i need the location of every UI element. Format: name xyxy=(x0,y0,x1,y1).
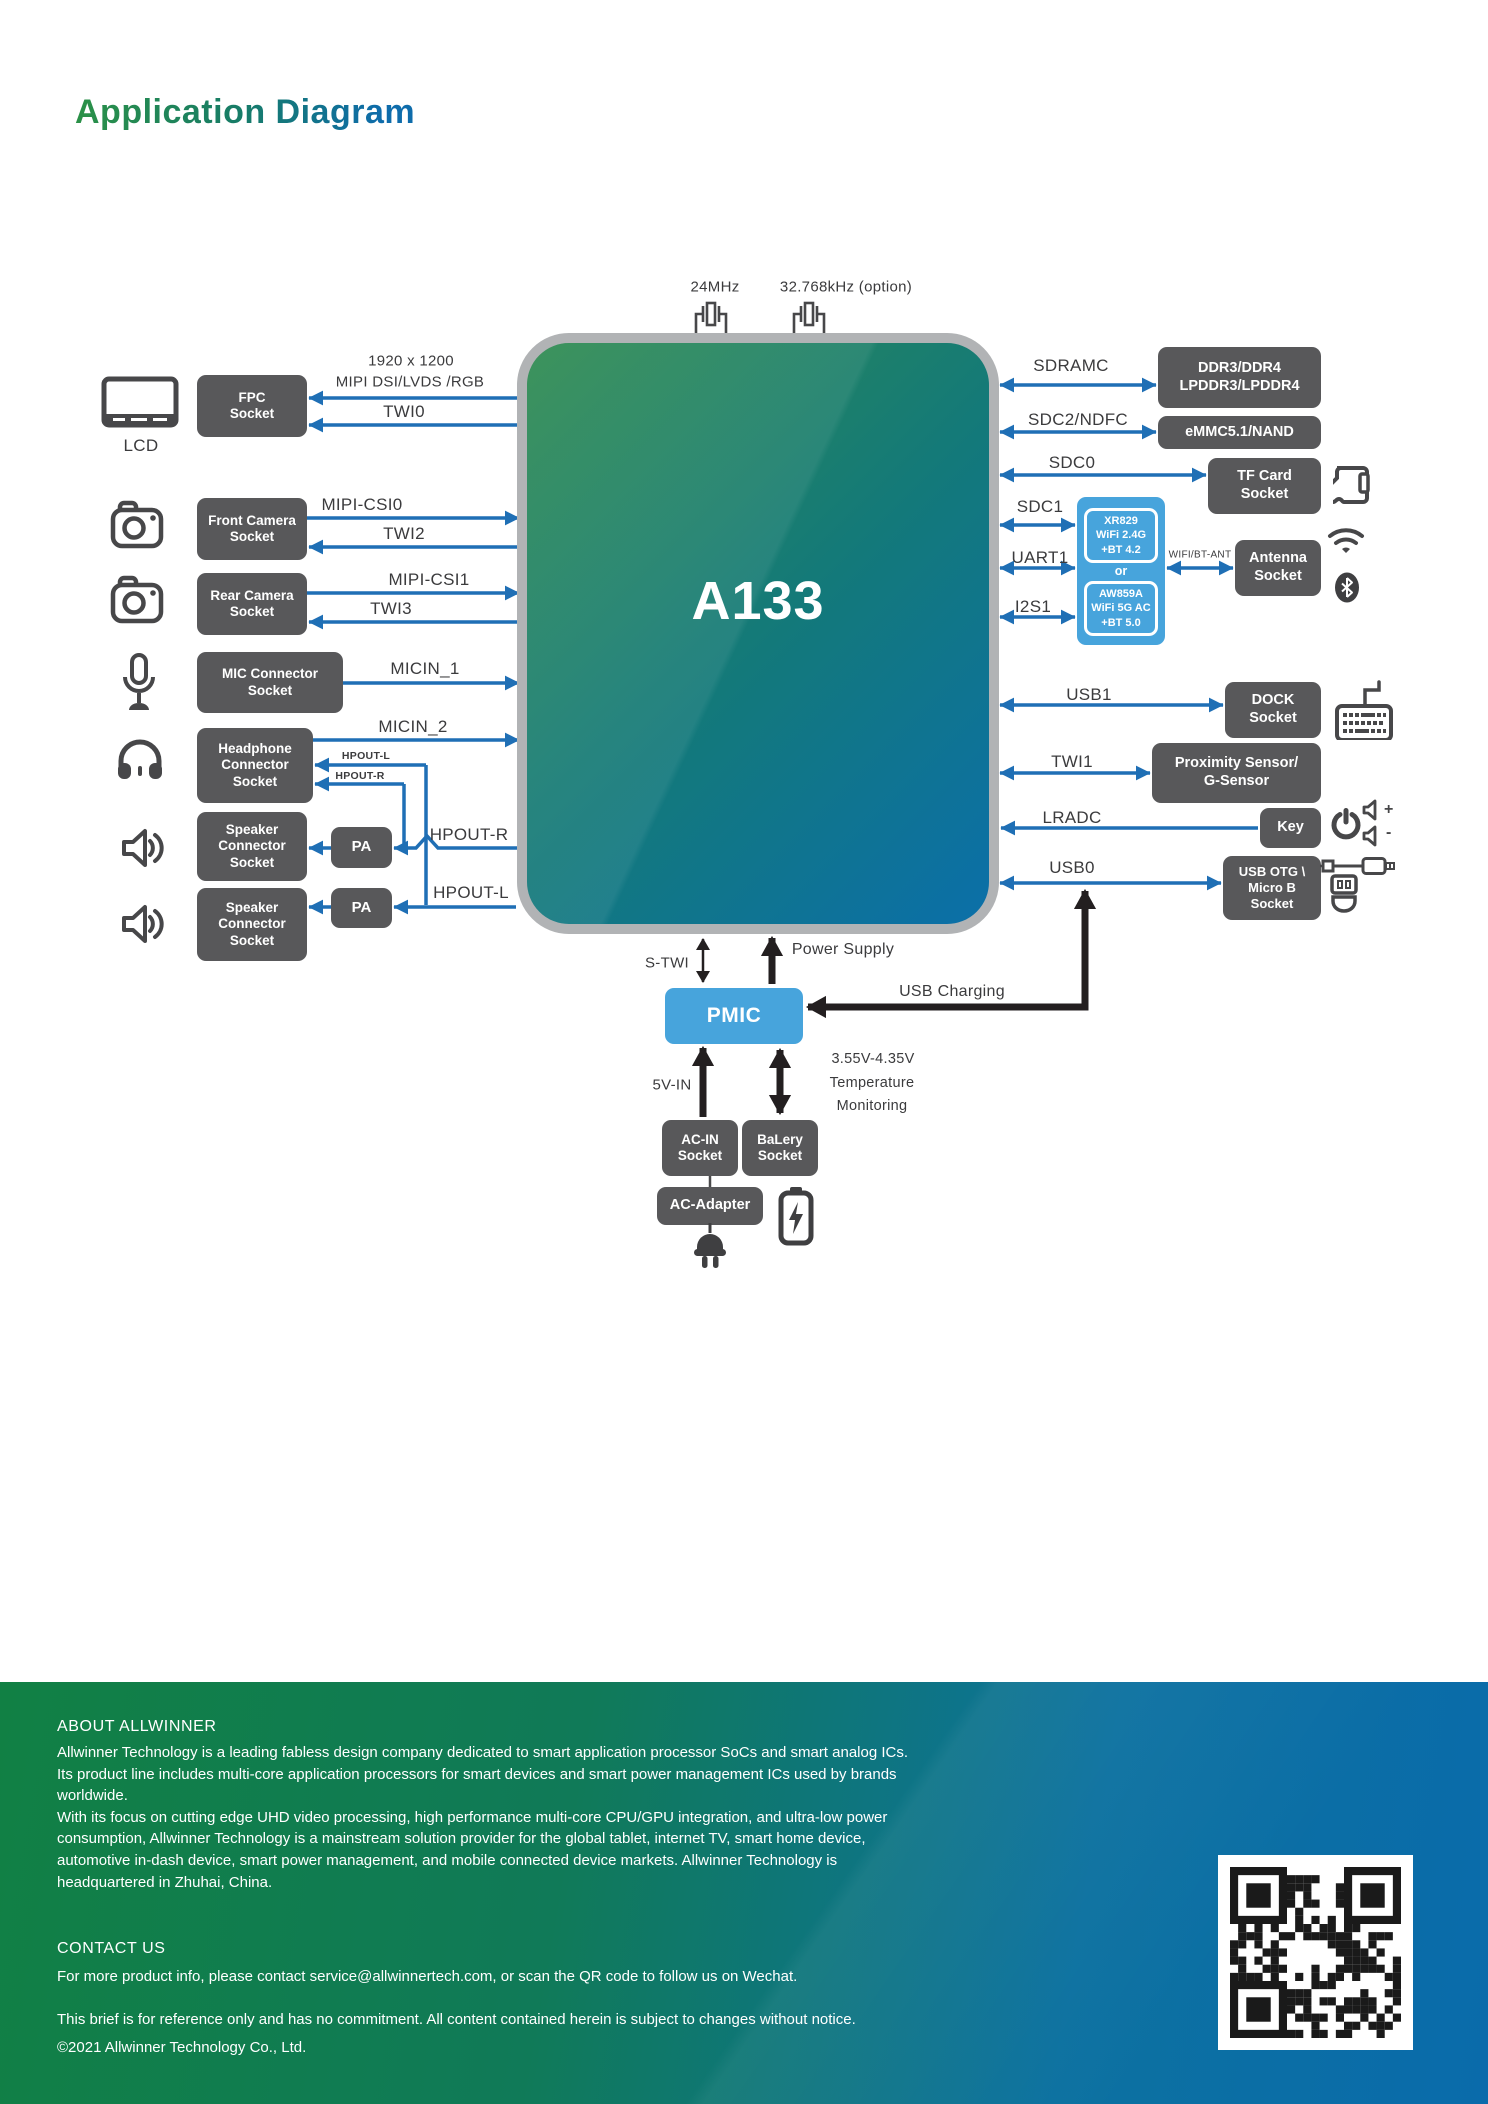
dock-socket-box: DOCK Socket xyxy=(1225,682,1321,738)
headphone-icon xyxy=(118,739,162,779)
aw859a-module-box: AW859A WiFi 5G AC +BT 5.0 xyxy=(1084,581,1158,636)
monitoring-label: Monitoring xyxy=(836,1098,908,1114)
usb-cable-icon xyxy=(1320,857,1395,875)
speaker-icon xyxy=(122,829,164,867)
wifi-icon xyxy=(1328,528,1364,553)
hpout-r-label: HPOUT-R xyxy=(429,825,509,844)
resolution-label: 1920 x 1200 xyxy=(368,352,454,370)
fpc-socket-box: FPC Socket xyxy=(197,375,307,437)
speaker-connector-socket-box: Speaker Connector Socket xyxy=(197,812,307,881)
crystal-32k-label: 32.768kHz (option) xyxy=(779,278,913,296)
contact-body: For more product info, please contact se… xyxy=(57,1968,798,1985)
5v-in-label: 5V-IN xyxy=(652,1076,692,1094)
emmc-nand-box: eMMC5.1/NAND xyxy=(1158,416,1321,449)
lcd-label: LCD xyxy=(123,436,159,455)
lcd-icon xyxy=(101,376,179,428)
pa-amplifier-box: PA xyxy=(331,888,392,928)
front-camera-icon xyxy=(110,500,164,549)
usb-plug-icon xyxy=(1330,874,1358,913)
wifi-bt-ant-label: WIFI/BT-ANT xyxy=(1168,549,1232,561)
hpout-r-small-label: HPOUT-R xyxy=(335,770,385,782)
volume-plus-glyph: + xyxy=(1384,801,1394,818)
mipi-dsi-label: MIPI DSI/LVDS /RGB xyxy=(335,373,485,391)
or-label: or xyxy=(1114,564,1128,578)
voltage-range-label: 3.55V-4.35V xyxy=(831,1051,915,1067)
xr829-module-box: XR829 WiFi 2.4G +BT 4.2 xyxy=(1084,508,1158,563)
key-box: Key xyxy=(1260,808,1321,848)
ac-plug-icon xyxy=(694,1223,726,1268)
chip-label: A133 xyxy=(691,571,825,631)
micin2-label: MICIN_2 xyxy=(378,717,448,736)
tf-card-socket-box: TF Card Socket xyxy=(1208,458,1321,514)
headphone-connector-socket-box: Headphone Connector Socket xyxy=(197,728,313,803)
front-camera-socket-box: Front Camera Socket xyxy=(197,498,307,560)
ac-adapter-box: AC-Adapter xyxy=(657,1187,763,1225)
uart1-label: UART1 xyxy=(1011,548,1069,567)
qr-pattern xyxy=(1230,1867,1401,2038)
twi0-label: TWI0 xyxy=(383,402,425,421)
ddr-memory-box: DDR3/DDR4 LPDDR3/LPDDR4 xyxy=(1158,347,1321,408)
copyright-line: ©2021 Allwinner Technology Co., Ltd. xyxy=(57,2039,307,2056)
pa-amplifier-box: PA xyxy=(331,827,392,868)
rear-camera-icon xyxy=(110,575,164,624)
micin1-label: MICIN_1 xyxy=(390,659,460,678)
sdc2-ndfc-label: SDC2/NDFC xyxy=(1028,410,1128,429)
i2s1-label: I2S1 xyxy=(1014,597,1052,616)
mipi-csi0-label: MIPI-CSI0 xyxy=(321,495,403,514)
wifi-bt-module-box: XR829 WiFi 2.4G +BT 4.2 or AW859A WiFi 5… xyxy=(1077,497,1165,645)
hpout-l-small-label: HPOUT-L xyxy=(341,750,391,762)
twi3-label: TWI3 xyxy=(370,599,412,618)
volume-up-icon xyxy=(1362,799,1377,821)
page-title: Application Diagram xyxy=(75,93,416,131)
tf-card-icon xyxy=(1333,466,1370,505)
contact-heading: CONTACT US xyxy=(57,1940,166,1957)
temperature-label: Temperature xyxy=(829,1075,915,1091)
pmic-box: PMIC xyxy=(665,988,803,1044)
ac-in-socket-box: AC-IN Socket xyxy=(662,1120,738,1176)
lradc-label: LRADC xyxy=(1042,808,1102,827)
mipi-csi1-label: MIPI-CSI1 xyxy=(388,570,470,589)
speaker-icon xyxy=(122,905,164,943)
sdramc-label: SDRAMC xyxy=(1033,356,1109,375)
keyboard-icon xyxy=(1335,680,1393,740)
microphone-icon xyxy=(123,653,155,710)
wechat-qr-code xyxy=(1218,1855,1413,2050)
about-heading: ABOUT ALLWINNER xyxy=(57,1718,217,1735)
crystal-icon xyxy=(694,301,728,333)
usb-otg-socket-box: USB OTG \ Micro B Socket xyxy=(1223,856,1321,920)
proximity-gsensor-box: Proximity Sensor/ G-Sensor xyxy=(1152,743,1321,803)
battery-socket-box: BaLery Socket xyxy=(742,1120,818,1176)
a133-chip: A133 xyxy=(517,333,999,934)
mic-connector-socket-box: MIC Connector Socket xyxy=(197,652,343,713)
battery-icon xyxy=(778,1187,814,1246)
twi1-label: TWI1 xyxy=(1051,752,1093,771)
usb0-label: USB0 xyxy=(1049,858,1095,877)
sdc0-label: SDC0 xyxy=(1048,453,1096,472)
speaker-connector-socket-box: Speaker Connector Socket xyxy=(197,888,307,961)
disclaimer-note: This brief is for reference only and has… xyxy=(57,2011,856,2028)
twi2-label: TWI2 xyxy=(383,524,425,543)
crystal-icon xyxy=(792,301,826,333)
about-body: Allwinner Technology is a leading fables… xyxy=(57,1744,909,1891)
rear-camera-socket-box: Rear Camera Socket xyxy=(197,573,307,635)
antenna-socket-box: Antenna Socket xyxy=(1235,540,1321,596)
bluetooth-icon xyxy=(1335,572,1359,603)
s-twi-label: S-TWI xyxy=(645,954,689,972)
volume-down-icon xyxy=(1362,825,1377,847)
crystal-24mhz-label: 24MHz xyxy=(690,278,740,296)
power-supply-label: Power Supply xyxy=(791,941,895,958)
power-button-icon xyxy=(1331,808,1361,840)
volume-minus-glyph: - xyxy=(1386,824,1392,841)
sdc1-label: SDC1 xyxy=(1016,497,1064,516)
usb-charging-label: USB Charging xyxy=(899,983,1005,1000)
usb1-label: USB1 xyxy=(1066,685,1112,704)
hpout-l-label: HPOUT-L xyxy=(433,883,509,902)
